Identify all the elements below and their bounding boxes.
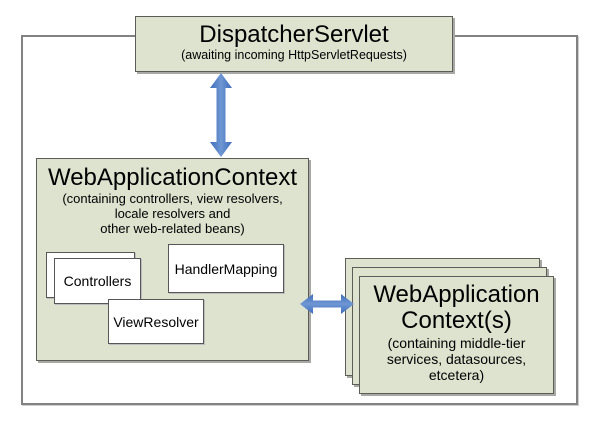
middle-tier-context-subtitle: (containing middle-tier services, dataso… xyxy=(386,335,527,383)
dispatcher-servlet-box: DispatcherServlet (awaiting incoming Htt… xyxy=(135,16,453,72)
middle-tier-context-title: WebApplication Context(s) xyxy=(373,281,540,334)
dispatcher-servlet-subtitle: (awaiting incoming HttpServletRequests) xyxy=(181,48,407,62)
vertical-bidirectional-arrow-icon xyxy=(210,73,232,157)
horizontal-bidirectional-arrow-icon xyxy=(300,294,354,314)
dispatcher-servlet-title: DispatcherServlet xyxy=(199,21,389,48)
handler-mapping-label: HandlerMapping xyxy=(174,260,278,277)
middle-tier-context-stack: WebApplication Context(s) (containing mi… xyxy=(345,258,581,418)
handler-mapping-box: HandlerMapping xyxy=(168,244,284,293)
middle-tier-context-box: WebApplication Context(s) (containing mi… xyxy=(359,276,554,394)
controllers-label: Controllers xyxy=(63,273,132,289)
view-resolver-box: ViewResolver xyxy=(108,299,204,344)
view-resolver-label: ViewResolver xyxy=(113,313,199,330)
controllers-box: Controllers xyxy=(54,258,141,304)
web-application-context-subtitle: (containing controllers, view resolvers,… xyxy=(62,191,283,236)
web-application-context-title: WebApplicationContext xyxy=(47,164,298,191)
web-application-context-box: WebApplicationContext (containing contro… xyxy=(36,158,309,361)
